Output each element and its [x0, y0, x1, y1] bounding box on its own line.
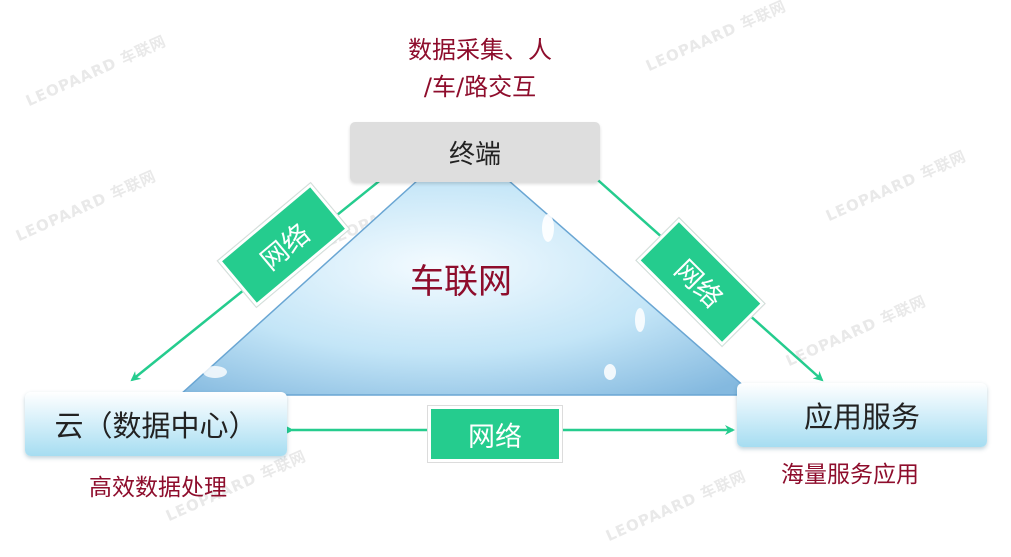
triangle-highlight	[635, 308, 645, 332]
center-label: 车联网	[410, 262, 512, 302]
terminal-caption-line2: /车/路交互	[423, 73, 537, 101]
terminal-label: 终端	[448, 139, 501, 170]
terminal-node: 终端	[350, 122, 600, 182]
network-badge-bottom: 网络	[428, 406, 562, 462]
triangle-highlight	[604, 364, 616, 380]
cloud-caption: 高效数据处理	[89, 475, 227, 501]
terminal-caption: 数据采集、人 /车/路交互	[380, 32, 580, 106]
terminal-caption-line1: 数据采集、人	[408, 36, 552, 64]
cloud-label: 云（数据中心）	[54, 409, 258, 443]
triangle-highlight	[542, 214, 554, 242]
service-caption: 海量服务应用	[781, 462, 919, 488]
cloud-node: 云（数据中心）	[25, 392, 287, 456]
service-label: 应用服务	[803, 400, 920, 434]
network-label-bottom: 网络	[468, 421, 522, 453]
service-node: 应用服务	[737, 383, 987, 447]
triangle-highlight	[203, 366, 227, 378]
